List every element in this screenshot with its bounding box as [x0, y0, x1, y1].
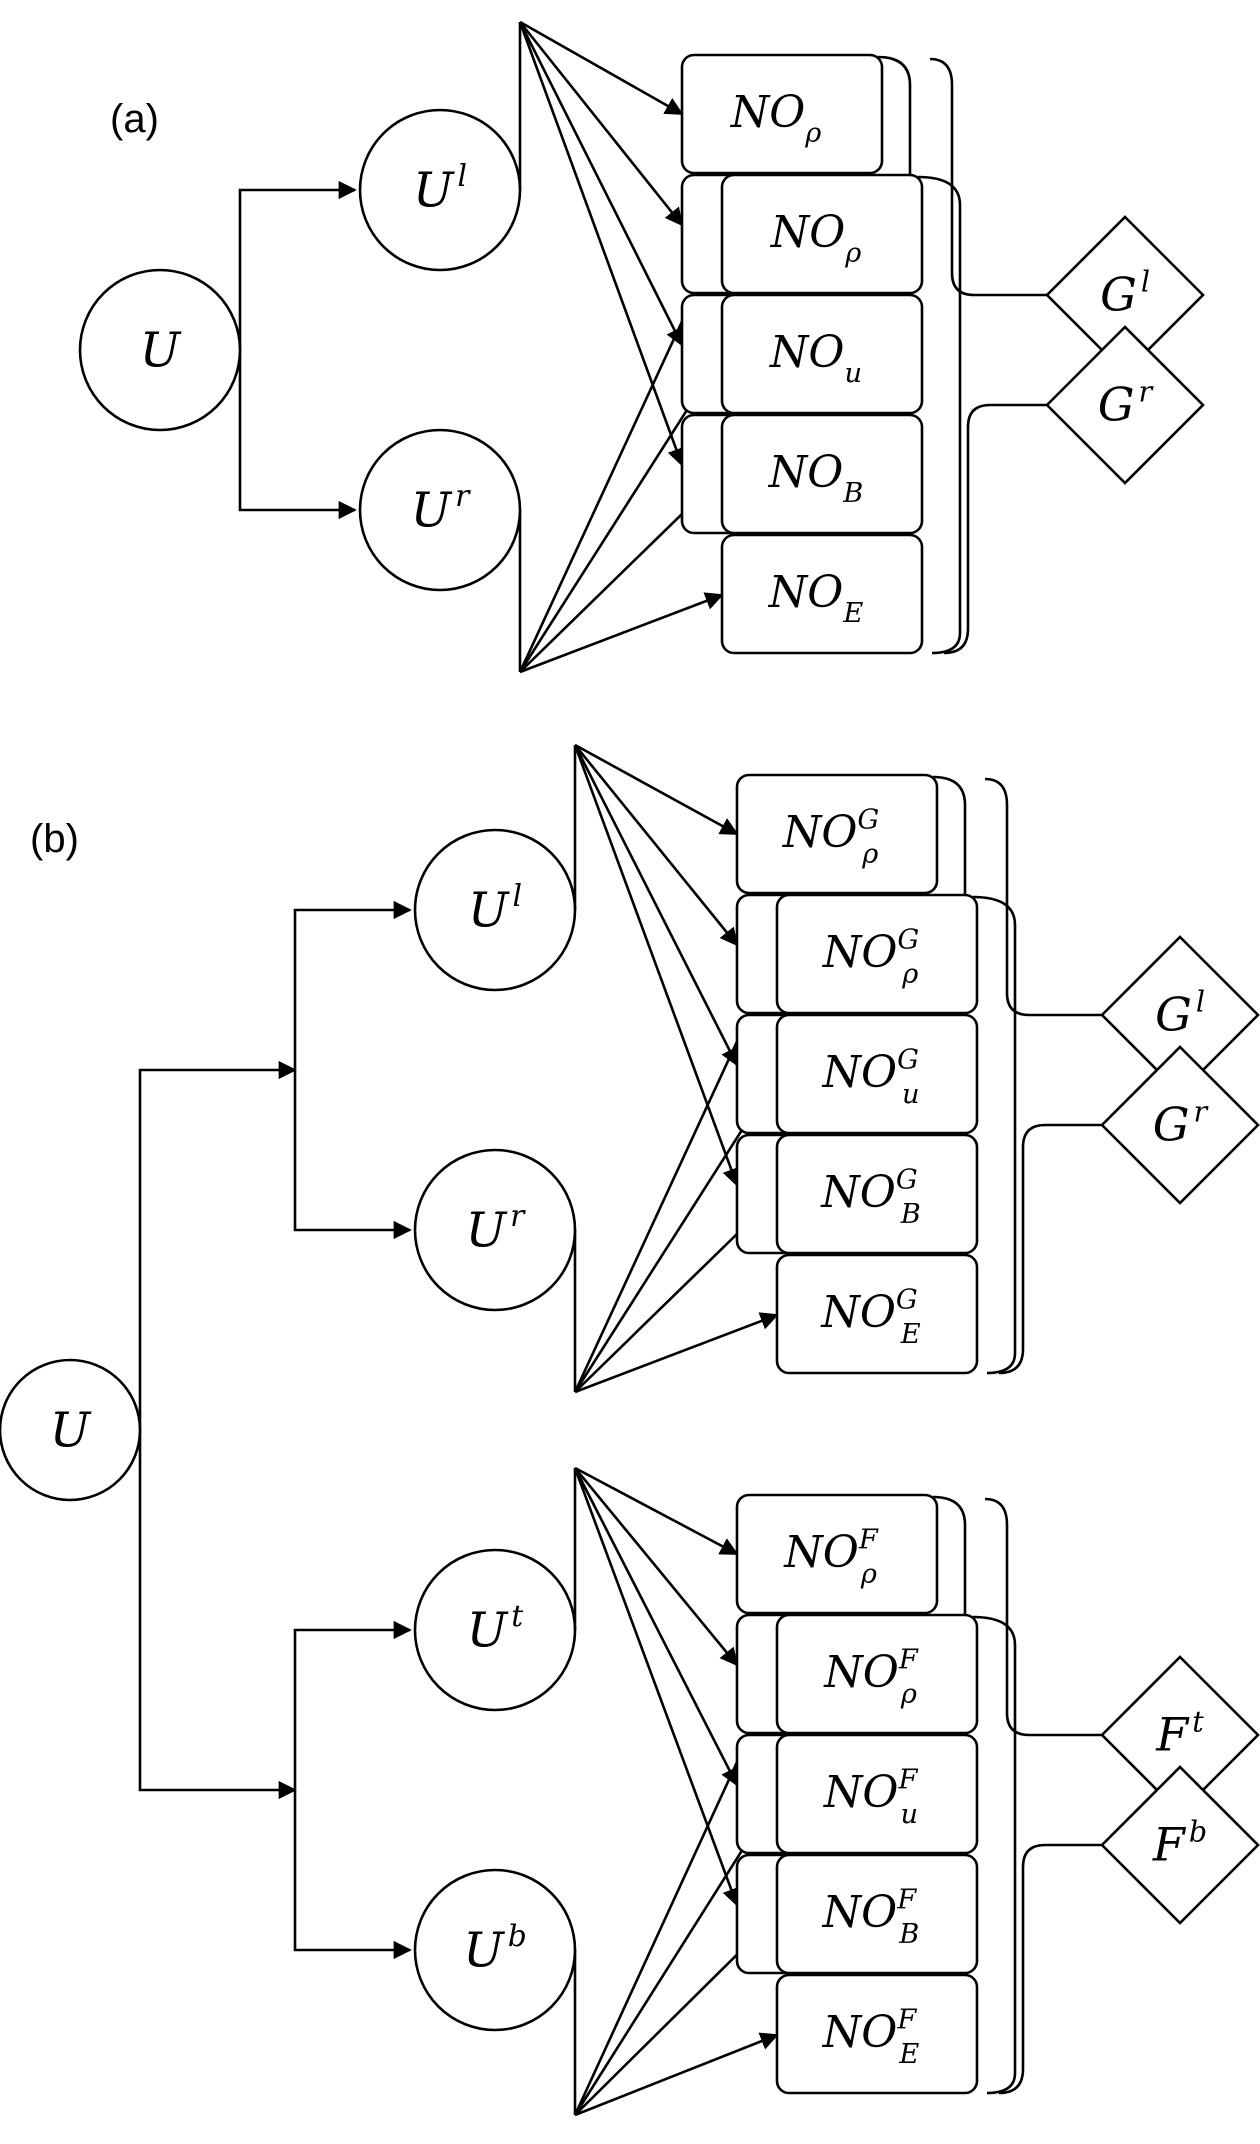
panel-a-operator-label-4: NOE — [768, 567, 864, 629]
panel-b-group-0-arrow-bottom-4 — [574, 1312, 779, 1394]
panel-b-group-0-output-diamond-1 — [1100, 1045, 1260, 1205]
panel-a-state-right — [358, 428, 522, 592]
panel-a-state-left — [358, 108, 522, 272]
panel-b-group-0-arrow-top-0 — [574, 743, 739, 836]
panel-b-group-1-split-upper — [293, 1620, 412, 1790]
panel-a-output-diamond-1 — [1045, 325, 1205, 485]
panel-b-group-0-operator-box-1 — [775, 893, 979, 1015]
panel-b-group-0-operator-box-2 — [775, 1013, 979, 1135]
panel-a-operator-box-0 — [680, 53, 884, 175]
panel-b-group-0-split-lower — [293, 1070, 412, 1240]
panel-b-group-1-state-1 — [413, 1868, 577, 2032]
panel-b-input-label: U — [50, 1402, 92, 1458]
panel-b-label: (b) — [30, 817, 79, 861]
panel-a-output-pointer-top — [929, 57, 1047, 297]
panel-b-group-0-arrow-top-3 — [573, 744, 740, 1187]
panel-b-group-1-operator-box-1 — [775, 1613, 979, 1735]
panel-a-operator-label-1: NOρ — [770, 207, 862, 269]
panel-a-operator-box-4 — [720, 533, 924, 655]
panel-a-split-lower — [238, 350, 357, 520]
panel-b-group-1-arrow-top-2 — [573, 1467, 739, 1787]
panel-b-group-1-operator-box-0 — [735, 1493, 939, 1615]
panel-b-group-1-output-diamond-1 — [1100, 1765, 1260, 1925]
panel-a-arrow-top-2 — [518, 21, 684, 347]
panel-b-group-0-state-1 — [413, 1148, 577, 1312]
panel-b-group-1-state-0 — [413, 1548, 577, 1712]
panel-b-group-1-output-pointer-top — [984, 1497, 1102, 1737]
panel-b-group-1-split-lower — [293, 1790, 412, 1960]
panel-a-operator-box-3 — [720, 413, 924, 535]
panel-b-group-1-arrow-top-1 — [573, 1467, 739, 1667]
panel-b-trunk-upper — [138, 1060, 297, 1430]
panel-b-group-0-arrow-top-2 — [573, 744, 739, 1067]
panel-b-group-1-arrow-bottom-4 — [574, 2032, 779, 2117]
panel-a-operator-label-0: NOρ — [730, 87, 822, 149]
panel-a-operator-label-2: NOu — [769, 327, 862, 389]
panel-b-group-0-operator-box-3 — [775, 1133, 979, 1255]
panel-b-group-0-right-stack-bracket — [972, 895, 1017, 1375]
panel-b-group-0-arrow-top-1 — [573, 744, 739, 947]
panel-a-arrow-top-1 — [518, 21, 684, 227]
panel-a-operator-label-3: NOB — [768, 447, 864, 509]
panel-b-group-1-operator-box-3 — [775, 1853, 979, 1975]
panel-a-right-stack-bracket — [917, 175, 962, 655]
panel-b-group-0-operator-box-4 — [775, 1253, 979, 1375]
panel-b-trunk-lower — [138, 1430, 297, 1800]
panel-a-arrow-bottom-4 — [519, 592, 724, 674]
panel-b-group-0-output-pointer-top — [984, 777, 1102, 1017]
panel-b-group-1-operator-box-4 — [775, 1973, 979, 2095]
panel-b-group-1-arrow-top-0 — [574, 1466, 739, 1556]
panel-b-group-1-output-pointer-bottom — [998, 1843, 1102, 2095]
panel-a-arrow-top-3 — [518, 21, 685, 467]
panel-b-group-0-split-upper — [293, 900, 412, 1070]
panel-b-group-0-operator-box-0 — [735, 773, 939, 895]
panel-b-group-0-output-pointer-bottom — [998, 1123, 1102, 1375]
panel-a-label: (a) — [110, 97, 159, 141]
panel-b-group-1-arrow-top-3 — [573, 1467, 740, 1907]
panel-b-input-node — [0, 1358, 142, 1502]
panel-b-group-1-right-stack-bracket — [972, 1615, 1017, 2095]
panel-a-input-label: U — [140, 322, 182, 378]
panel-a-split-upper — [238, 180, 357, 350]
panel-a-operator-box-2 — [720, 293, 924, 415]
panel-a-input-node — [78, 268, 242, 432]
panel-a-arrow-top-0 — [519, 20, 684, 116]
panel-b-group-1-operator-box-2 — [775, 1733, 979, 1855]
panel-a-operator-box-1 — [720, 173, 924, 295]
panel-b-group-0-state-0 — [413, 828, 577, 992]
panel-a-output-pointer-bottom — [943, 403, 1047, 655]
